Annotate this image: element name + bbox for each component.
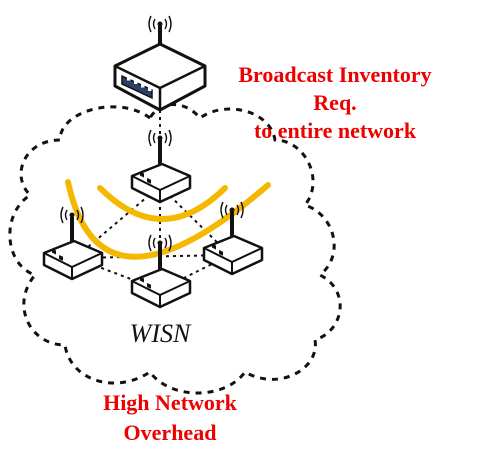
wireless-sensor-node-icon <box>130 128 192 204</box>
network-name-label: WISN <box>130 319 192 348</box>
wireless-sensor-node-icon <box>202 200 264 276</box>
network-boundary <box>8 103 342 395</box>
gateway-router-icon <box>113 14 207 112</box>
broadcast-label-line2: Req. <box>313 90 356 115</box>
wireless-sensor-node-icon <box>42 205 104 281</box>
broadcast-label-line1: Broadcast Inventory <box>238 62 431 87</box>
overhead-label-line1: High Network <box>103 390 238 415</box>
overhead-label-line2: Overhead <box>124 420 217 445</box>
broadcast-label-line3: to entire network <box>254 118 417 143</box>
